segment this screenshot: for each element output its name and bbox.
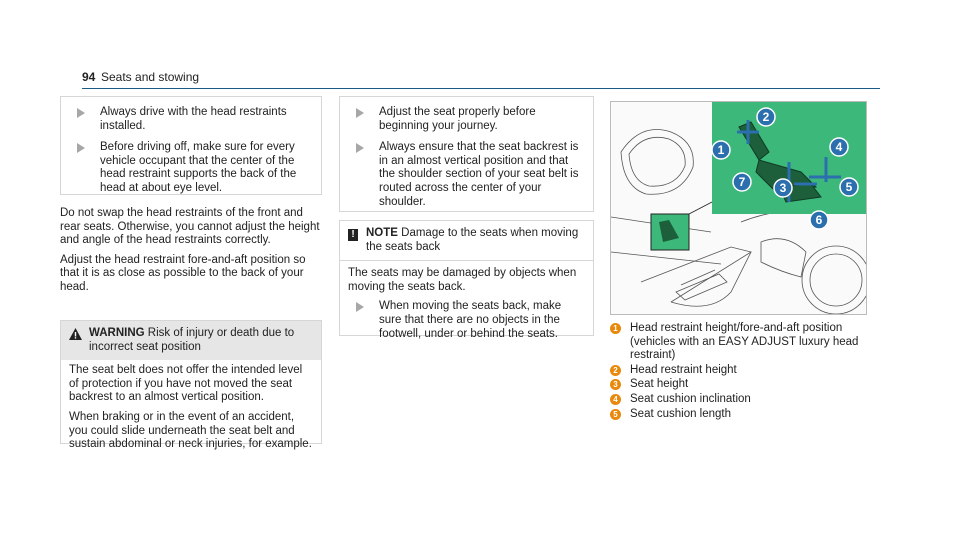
svg-text:5: 5 <box>846 180 853 194</box>
legend-item: 5 Seat cushion length <box>610 408 875 422</box>
svg-text:2: 2 <box>763 110 770 124</box>
note-label: NOTE <box>366 227 398 239</box>
bullets-box-1: Always drive with the head restraints in… <box>60 96 322 195</box>
note-body: The seats may be damaged by objects when… <box>348 267 577 293</box>
legend-item: 4 Seat cushion inclination <box>610 393 875 407</box>
bullet-arrow-icon <box>356 108 364 118</box>
exclamation-icon: ! <box>348 229 358 241</box>
legend-item: 2 Head restraint height <box>610 364 875 378</box>
section-title: Seats and stowing <box>101 70 200 84</box>
bullet-item: Always drive with the head restraints in… <box>75 106 311 133</box>
warning-body: When braking or in the event of an accid… <box>69 410 312 451</box>
bullet-arrow-icon <box>356 302 364 313</box>
warning-header: WARNING Risk of injury or death due to i… <box>61 321 321 361</box>
callout-4: 4 <box>829 137 849 157</box>
figure-legend: 1 Head restraint height/fore-and-aft pos… <box>610 322 875 422</box>
header-rule <box>82 88 880 89</box>
warning-box: WARNING Risk of injury or death due to i… <box>60 320 322 450</box>
callout-7: 7 <box>732 172 752 192</box>
callout-3: 3 <box>773 178 793 198</box>
warning-title: Risk of injury or death due to incorrect… <box>89 327 295 353</box>
paragraph: Do not swap the head restraints of the f… <box>60 207 320 247</box>
callout-2: 2 <box>756 107 776 127</box>
bullet-item: Adjust the seat properly before beginnin… <box>354 106 585 133</box>
bullet-arrow-icon <box>77 108 85 118</box>
svg-text:4: 4 <box>836 140 843 154</box>
svg-text:1: 1 <box>718 143 725 157</box>
svg-text:7: 7 <box>739 175 746 189</box>
callout-1: 1 <box>711 140 731 160</box>
legend-item: 1 Head restraint height/fore-and-aft pos… <box>610 322 875 363</box>
svg-text:3: 3 <box>780 181 787 195</box>
door-panel-illustration: 1 2 3 4 5 6 7 <box>611 102 866 314</box>
seat-controls-figure: 1 2 3 4 5 6 7 <box>610 101 867 315</box>
bullets-box-2: Adjust the seat properly before beginnin… <box>339 96 594 212</box>
callout-6: 6 <box>809 210 829 230</box>
bullet-item: When moving the seats back, make sure th… <box>354 300 585 341</box>
note-title: Damage to the seats when moving the seat… <box>366 227 579 253</box>
note-box: ! NOTE Damage to the seats when moving t… <box>339 220 594 340</box>
bullet-arrow-icon <box>356 143 364 154</box>
page-number: 94 <box>82 70 96 84</box>
svg-text:6: 6 <box>816 213 823 227</box>
note-header: ! NOTE Damage to the seats when moving t… <box>340 221 593 262</box>
col1-paragraphs: Do not swap the head restraints of the f… <box>60 207 324 301</box>
paragraph: Adjust the head restraint fore-and-aft p… <box>60 253 306 293</box>
bullet-item: Always ensure that the seat backrest is … <box>354 141 585 209</box>
warning-triangle-icon <box>69 328 82 345</box>
bullet-arrow-icon <box>77 143 85 154</box>
legend-item: 3 Seat height <box>610 378 875 392</box>
warning-label: WARNING <box>89 327 145 339</box>
callout-5: 5 <box>839 177 859 197</box>
bullet-item: Before driving off, make sure for every … <box>75 141 311 195</box>
warning-body: The seat belt does not offer the intende… <box>69 364 303 404</box>
